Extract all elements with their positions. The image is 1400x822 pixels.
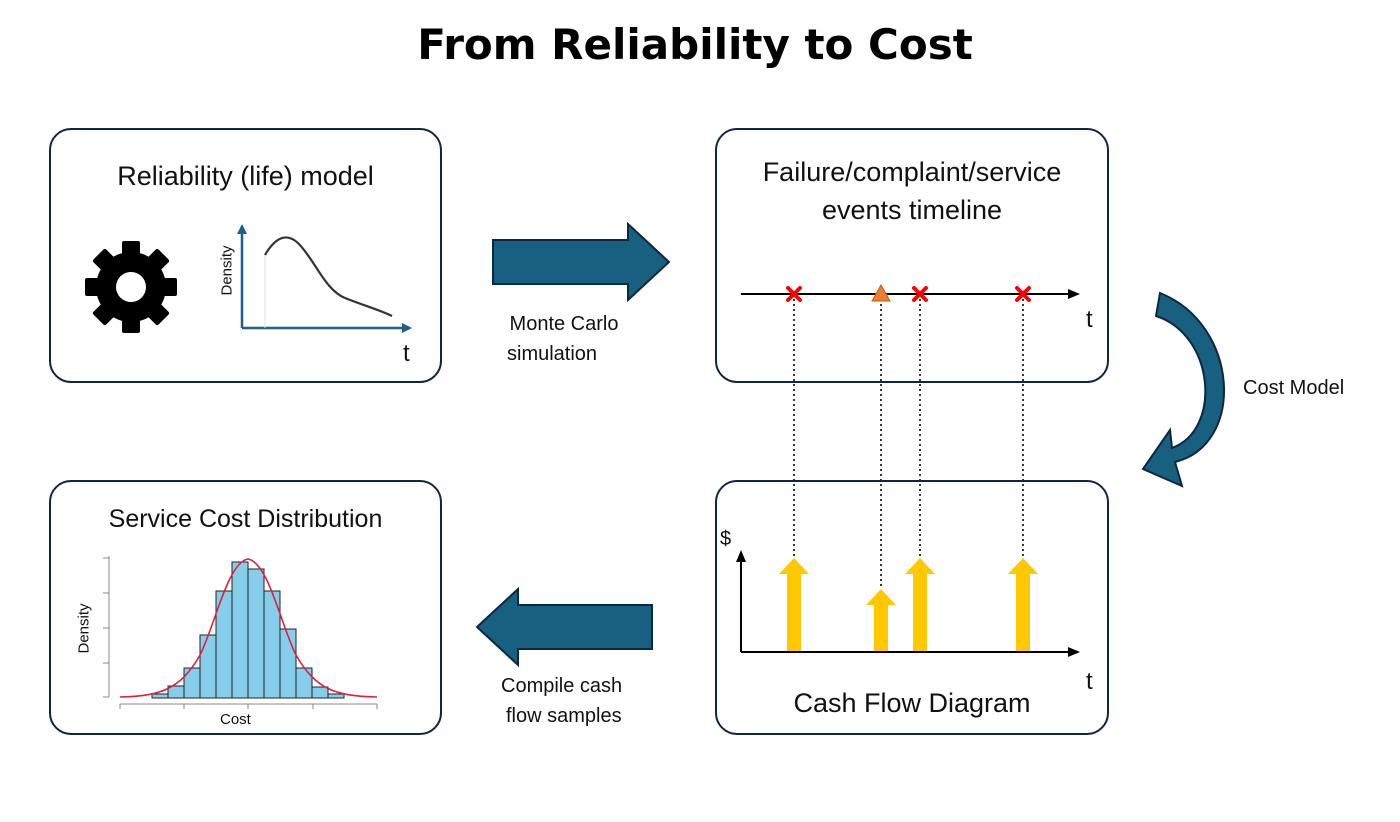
monte-carlo-label-line1: Monte Carlo — [509, 313, 619, 335]
gear-icon — [85, 241, 177, 333]
failure-marker — [786, 286, 802, 302]
complaint-marker — [871, 283, 891, 302]
histogram-bar — [183, 667, 201, 699]
cash-flow-arrow — [1008, 558, 1038, 651]
normal-density-curve — [119, 558, 378, 698]
events-timeline-title-line2: events timeline — [821, 195, 1003, 225]
compile-arrow — [475, 586, 653, 668]
histogram-bar — [327, 693, 345, 699]
compile-label: Compile cash flow samples — [495, 671, 655, 731]
histogram-bar — [311, 686, 329, 699]
cashflow-y-label: $ — [720, 528, 732, 550]
cost-model-arrow — [1141, 291, 1225, 488]
density-curve — [264, 236, 393, 317]
cash-flow-title: Cash Flow Diagram — [793, 688, 1031, 718]
histogram-bar — [295, 667, 313, 699]
cost-distribution-title: Service Cost Distribution — [108, 505, 383, 533]
timeline-x-label: t — [1086, 306, 1093, 333]
cash-flow-arrow — [866, 589, 896, 651]
cash-flow-arrow — [779, 558, 809, 651]
events-timeline-title-line1: Failure/complaint/service — [762, 157, 1062, 187]
histogram-bar — [279, 628, 297, 699]
cashflow-x-label: t — [1086, 668, 1093, 695]
histogram-bar — [231, 561, 249, 699]
histogram-bar — [199, 634, 217, 699]
histogram-bar — [247, 568, 265, 699]
cost-histogram — [103, 556, 378, 709]
reliability-y-label: Density — [218, 245, 236, 296]
compile-label-line1: Compile cash — [501, 675, 623, 697]
monte-carlo-arrow — [492, 221, 671, 303]
cost-model-label: Cost Model — [1243, 377, 1345, 399]
reliability-model-title: Reliability (life) model — [117, 161, 374, 191]
monte-carlo-label: Monte Carlo simulation — [497, 309, 631, 369]
distribution-y-label: Density — [75, 603, 93, 654]
reliability-x-label: t — [403, 340, 410, 367]
cash-flow-arrow — [905, 558, 935, 651]
compile-label-line2: flow samples — [506, 705, 622, 727]
distribution-x-label: Cost — [220, 711, 251, 728]
events-timeline-box: Failure/complaint/service events timelin… — [715, 128, 1109, 383]
reliability-density-chart — [237, 224, 412, 333]
failure-marker — [912, 286, 928, 302]
histogram-bar — [151, 693, 169, 699]
diagram-title: From Reliability to Cost — [417, 20, 973, 69]
event-connectors — [793, 299, 1024, 588]
cash-flow-box: Cash Flow Diagram — [715, 480, 1109, 735]
monte-carlo-label-line2: simulation — [507, 343, 598, 365]
failure-marker — [1015, 286, 1031, 302]
reliability-model-box: Reliability (life) model — [49, 128, 442, 383]
